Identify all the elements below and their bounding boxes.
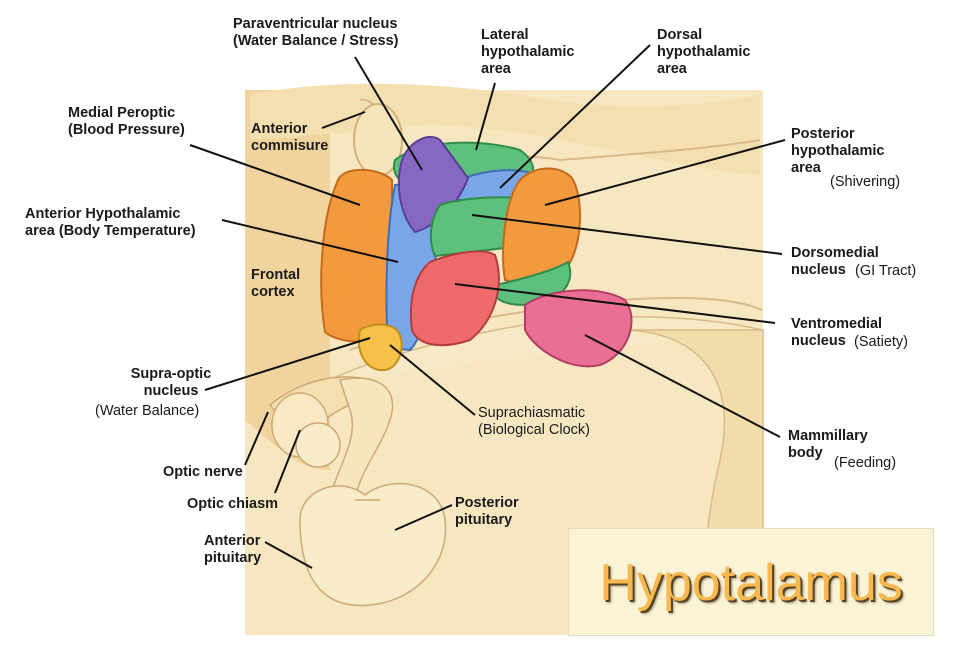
label-paraventricular: Paraventricular nucleus (Water Balance /… [233, 16, 399, 49]
label-dorsomedial-note: (GI Tract) [855, 263, 916, 280]
label-medial-preoptic: Medial Peroptic (Blood Pressure) [68, 105, 185, 138]
label-dorsal-hypothalamic: Dorsal hypothalamic area [657, 27, 751, 77]
posterior-hypothalamic-note: (Shivering) [830, 174, 901, 190]
supra-optic-shape [357, 323, 403, 372]
label-optic-chiasm: Optic chiasm [187, 496, 279, 512]
medial-preoptic-shape [320, 168, 393, 343]
label-posterior-hypothalamic-note: (Shivering) [830, 174, 900, 191]
label-lateral-hypothalamic: Lateral hypothalamic area [481, 27, 575, 77]
label-supra-optic-note: (Water Balance) [95, 403, 199, 420]
posterior-hypothalamic-name: Posterior hypothalamic area [791, 126, 885, 176]
label-anterior-hypothalamic: Anterior Hypothalamic area (Body Tempera… [25, 206, 196, 239]
label-anterior-commisure: Anterior commisure [251, 121, 329, 154]
label-ventromedial: Ventromedial nucleus [791, 316, 883, 349]
label-anterior-pituitary: Anterior pituitary [204, 533, 262, 566]
label-posterior-hypothalamic: Posterior hypothalamic area [791, 126, 884, 177]
mammillary-shape [524, 289, 633, 368]
label-mammillary: Mammillary body [788, 428, 868, 461]
suprachiasmatic-text: Suprachiasmatic (Biological Clock) [478, 405, 591, 438]
label-posterior-pituitary: Posterior pituitary [455, 495, 519, 528]
diagram-title: Hypotalamus [599, 554, 903, 612]
label-ventromedial-note: (Satiety) [854, 334, 908, 351]
optic-and-pituitary [268, 376, 447, 607]
label-supra-optic: Supra-optic nucleus [130, 366, 212, 399]
mammillary-note: (Feeding) [834, 455, 897, 471]
ventromedial-shape [409, 250, 500, 347]
label-dorsomedial: Dorsomedial nucleus [791, 245, 879, 278]
ventromedial-note: (Satiety) [854, 334, 908, 350]
label-optic-nerve: Optic nerve [163, 464, 243, 480]
dorsomedial-note: (GI Tract) [855, 263, 917, 279]
supra-optic-note: (Water Balance) [95, 403, 200, 419]
label-mammillary-note: (Feeding) [834, 455, 896, 472]
leader-lines [189, 44, 786, 569]
label-suprachiasmatic: Suprachiasmatic (Biological Clock) [478, 405, 590, 439]
label-frontal-cortex: Frontal cortex [251, 267, 301, 300]
title-box: Hypotalamus [568, 528, 934, 636]
